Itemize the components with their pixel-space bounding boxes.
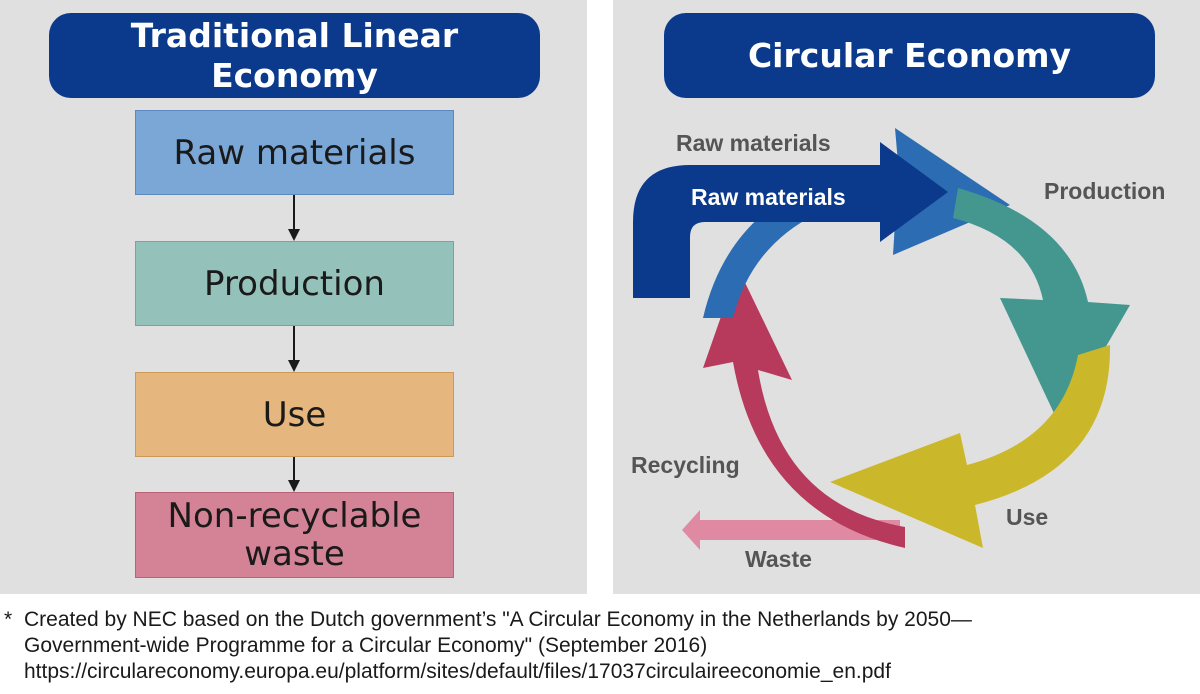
step-label: Raw materials	[173, 132, 416, 173]
raw-materials-arc-arrow	[703, 128, 1010, 318]
label-raw-materials-outer: Raw materials	[676, 130, 831, 156]
linear-economy-title-text: Traditional Linear Economy	[130, 15, 459, 95]
circular-economy-title: Circular Economy	[664, 13, 1155, 98]
raw-materials-inflow-arrow	[633, 142, 948, 298]
step-use: Use	[135, 372, 454, 457]
footnote-line-1: Created by NEC based on the Dutch govern…	[24, 608, 972, 631]
step-label: Production	[204, 263, 385, 304]
step-label: Use	[262, 394, 327, 435]
label-waste: Waste	[745, 546, 812, 572]
recycling-arrow	[703, 268, 905, 548]
step-non-recyclable-waste: Non-recyclable waste	[135, 492, 454, 578]
label-use: Use	[1006, 504, 1048, 530]
footnote-text: Created by NEC based on the Dutch govern…	[24, 607, 972, 685]
circular-cycle-diagram: Raw materials Raw materials Production R…	[631, 128, 1165, 572]
step-label: Non-recyclable waste	[167, 496, 422, 574]
footnote-line-2: Government-wide Programme for a Circular…	[24, 634, 708, 657]
label-raw-materials-inner: Raw materials	[691, 184, 846, 210]
arrowhead	[288, 229, 300, 241]
circular-economy-title-text: Circular Economy	[747, 35, 1072, 75]
linear-economy-panel: Traditional Linear Economy Raw materials…	[0, 0, 587, 594]
linear-economy-title: Traditional Linear Economy	[49, 13, 540, 98]
linear-flow-arrows	[288, 195, 300, 492]
footnote-source-url: https://circulareconomy.europa.eu/platfo…	[24, 660, 891, 683]
arrowhead	[288, 360, 300, 372]
step-production: Production	[135, 241, 454, 326]
arrowhead	[288, 480, 300, 492]
use-arrow	[830, 345, 1111, 548]
step-raw-materials: Raw materials	[135, 110, 454, 195]
footnote-asterisk: *	[4, 608, 13, 631]
label-production: Production	[1044, 178, 1165, 204]
label-recycling: Recycling	[631, 452, 740, 478]
